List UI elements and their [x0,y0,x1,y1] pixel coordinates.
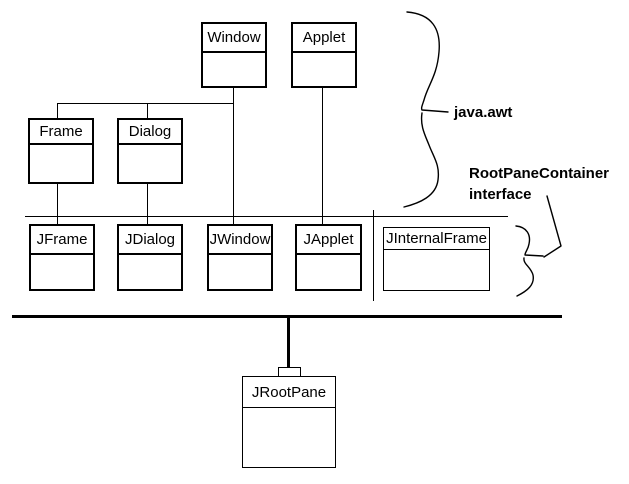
dialog-jdialog-connector-line [147,183,148,224]
class-box-jinternalframe: JInternalFrame [383,227,490,291]
class-label: JApplet [303,231,354,248]
java-awt-brace [403,11,449,208]
window-jwindow-connector-line [233,88,234,224]
class-label: Window [207,29,261,46]
class-box-applet-title: Applet [293,24,355,53]
class-label: Applet [302,29,346,46]
class-label: Frame [39,123,83,140]
class-label: JDialog [124,231,176,248]
interface-label: interface [469,186,532,203]
jrootpane-connector-line [287,318,290,368]
class-label: JRootPane [251,383,327,401]
rootpanecontainer-label: RootPaneContainer [469,165,610,182]
class-box-japplet: JApplet [295,224,362,291]
class-box-frame-title: Frame [30,120,92,145]
dialog-parent-stub-line [147,103,148,119]
class-box-applet: Applet [291,22,357,88]
class-box-window-title: Window [203,24,265,53]
awt-children-connector-line [57,103,234,104]
class-box-jframe: JFrame [29,224,95,291]
class-box-jframe-body [31,255,93,289]
class-box-jwindow: JWindow [207,224,273,291]
class-box-jdialog-title: JDialog [119,226,181,255]
interface-brace [515,225,544,297]
class-box-jdialog: JDialog [117,224,183,291]
class-label: JWindow [209,231,271,248]
class-label: Dialog [128,123,172,140]
class-box-applet-body [293,53,355,86]
japplet-jinternalframe-divider-line [373,210,374,301]
class-label: JInternalFrame [386,230,487,247]
class-box-jwindow-body [209,255,271,289]
class-label: JFrame [36,231,88,248]
class-box-jdialog-body [119,255,181,289]
class-box-dialog: Dialog [117,118,183,184]
class-box-frame: Frame [28,118,94,184]
package-boundary-line [25,216,508,217]
class-box-window: Window [201,22,267,88]
interface-pointer-line [543,195,562,258]
class-box-jwindow-title: JWindow [209,226,271,255]
class-box-jrootpane: JRootPane [242,376,336,468]
class-box-jframe-title: JFrame [31,226,93,255]
class-box-jinternalframe-title: JInternalFrame [384,228,489,250]
class-box-jrootpane-title: JRootPane [243,377,335,408]
class-box-dialog-body [119,145,181,182]
class-box-japplet-title: JApplet [297,226,360,255]
class-box-frame-body [30,145,92,182]
class-box-dialog-title: Dialog [119,120,181,145]
class-box-jrootpane-body [243,408,335,467]
applet-japplet-connector-line [322,88,323,224]
frame-parent-stub-line [57,103,58,119]
class-box-japplet-body [297,255,360,289]
frame-jframe-connector-line [57,183,58,224]
java-awt-label: java.awt [454,104,513,121]
class-box-window-body [203,53,265,86]
rootpane-shared-line [12,315,562,318]
class-box-jinternalframe-body [384,250,489,290]
